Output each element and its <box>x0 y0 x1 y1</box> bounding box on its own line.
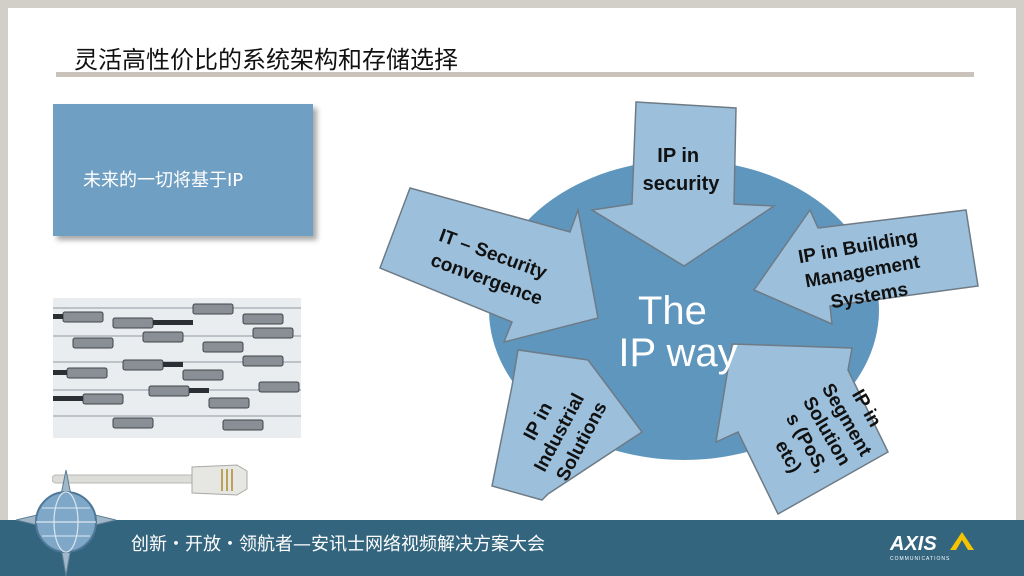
title-underline <box>56 72 974 77</box>
globe-icon <box>16 470 116 576</box>
ethernet-plug-image <box>52 464 248 496</box>
svg-text:The IP way: The IP way <box>618 289 737 375</box>
center-label-line-2: IP way <box>618 331 737 375</box>
axis-logo: AXIS COMMUNICATIONS <box>889 532 974 562</box>
footer-text: 创新・开放・领航者—安讯士网络视频解决方案大会 <box>131 534 545 555</box>
callout-box: 未来的一切将基于IP <box>53 104 313 236</box>
arrow-industrial <box>491 349 644 501</box>
axis-logo-brand: AXIS <box>889 533 937 555</box>
arrow-security <box>589 101 777 267</box>
callout-text: 未来的一切将基于IP <box>83 170 244 191</box>
footer-bar <box>0 520 1024 576</box>
arrow-security-label-2: security <box>643 173 721 195</box>
arrow-security-label-1: IP in <box>657 145 699 167</box>
axis-logo-sub: COMMUNICATIONS <box>890 556 950 562</box>
arrow-it <box>379 187 599 344</box>
arrow-building <box>752 208 979 326</box>
arrow-segment <box>715 343 889 516</box>
center-label-line-1: The <box>638 289 707 333</box>
cable-connectors-image <box>53 298 301 438</box>
ip-way-diagram: IP in security IP in Building Management… <box>379 101 979 516</box>
slide-title: 灵活高性价比的系统架构和存储选择 <box>74 46 458 74</box>
svg-text:IP in security: IP in security <box>643 145 721 195</box>
